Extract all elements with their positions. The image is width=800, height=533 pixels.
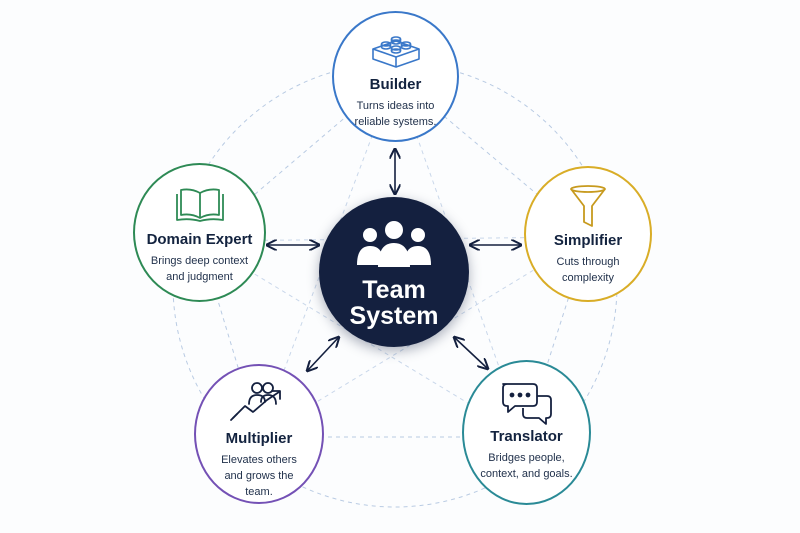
- open-book-icon: [135, 185, 264, 223]
- domain-expert-description: Brings deep context and judgment: [150, 255, 249, 283]
- translator-node: Translator Bridges people, context, and …: [462, 360, 591, 505]
- multiplier-description: Elevates others and grows the team.: [221, 454, 297, 498]
- builder-title: Builder: [369, 76, 422, 93]
- simplifier-node: Simplifier Cuts through complexity: [524, 166, 652, 302]
- team-system-hub: Team System: [319, 197, 469, 347]
- translator-title: Translator: [490, 428, 563, 445]
- simplifier-description: Cuts through complexity: [556, 256, 620, 284]
- people-group-icon: [319, 219, 469, 269]
- hub-title: Team System: [349, 276, 439, 330]
- multiplier-node: Multiplier Elevates others and grows the…: [194, 364, 324, 504]
- arrow-multiplier: [308, 338, 338, 370]
- builder-description: Turns ideas into reliable systems.: [354, 100, 437, 128]
- simplifier-title: Simplifier: [553, 232, 623, 249]
- funnel-icon: [526, 184, 650, 228]
- domain-expert-node: Domain Expert Brings deep context and ju…: [133, 163, 266, 302]
- lego-brick-icon: [334, 33, 457, 71]
- builder-node: Builder Turns ideas into reliable system…: [332, 11, 459, 142]
- speech-bubbles-icon: [464, 380, 589, 426]
- hub-arrows: [268, 150, 520, 370]
- translator-description: Bridges people, context, and goals.: [480, 452, 573, 480]
- arrow-translator: [455, 338, 487, 368]
- domain-expert-title: Domain Expert: [146, 231, 253, 248]
- multiplier-title: Multiplier: [225, 430, 293, 447]
- growth-people-icon: [196, 380, 322, 424]
